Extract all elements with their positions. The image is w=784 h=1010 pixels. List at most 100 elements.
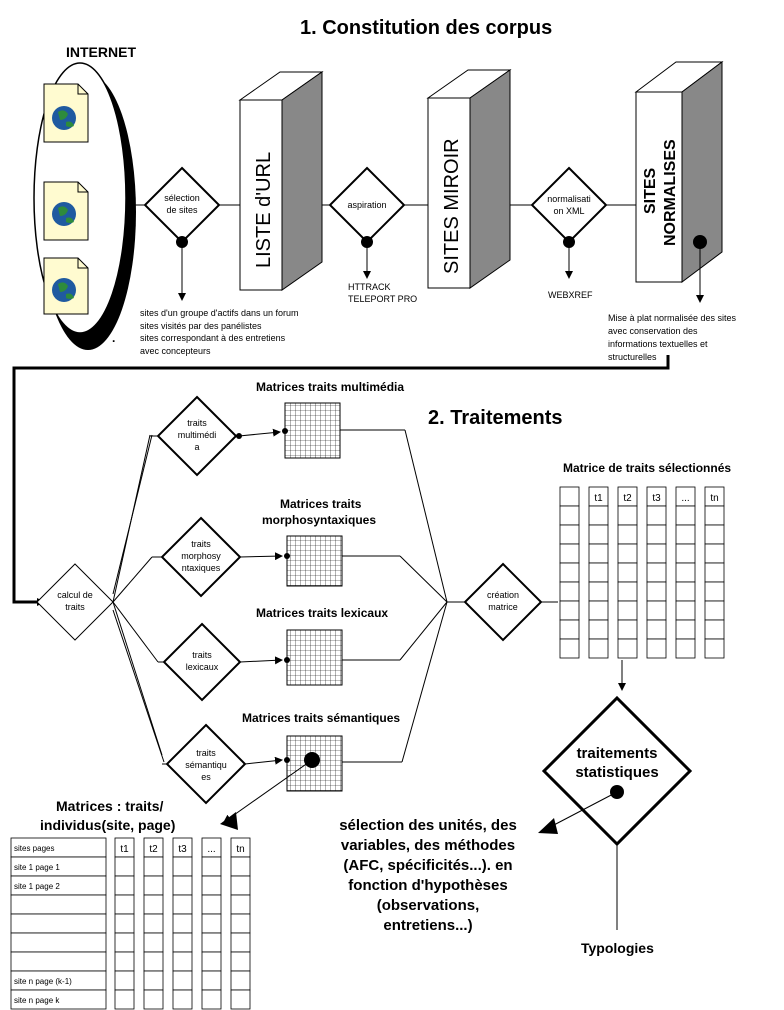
matrix-cell: [588, 600, 609, 621]
web-page-icon: [43, 257, 89, 315]
tools-aspiration-note: HTTRACK TELEPORT PRO: [348, 282, 417, 304]
matrix-cell: [172, 932, 193, 953]
matrix-cell: [114, 970, 135, 991]
matrix-cell: [675, 543, 696, 564]
matrix-cell: [559, 638, 580, 659]
matrix-cell: [675, 638, 696, 659]
internet-label: INTERNET: [66, 44, 136, 60]
svg-text:Mise à plat normalisée des sit: Mise à plat normalisée des sites: [608, 313, 737, 323]
matrix-cell: [201, 932, 222, 953]
matrix-cell: [675, 505, 696, 526]
svg-text:lexicaux: lexicaux: [186, 662, 219, 672]
matrix-header-cell: t2: [623, 493, 632, 504]
svg-text:HTTRACK: HTTRACK: [348, 282, 391, 292]
svg-text:SITES: SITES: [642, 167, 659, 214]
decision-creation-matrice: création matrice: [463, 562, 543, 642]
matrix-title-semantiques: Matrices traits sémantiques: [242, 711, 400, 725]
matrix-grid-morpho: [286, 535, 343, 587]
svg-text:fonction d'hypothèses: fonction d'hypothèses: [348, 877, 507, 894]
decision-calcul-traits: calcul de traits: [36, 563, 114, 641]
svg-text:structurelles: structurelles: [608, 352, 657, 362]
matrix-cell: [114, 989, 135, 1010]
svg-text:NORMALISES: NORMALISES: [662, 139, 679, 246]
svg-text:TELEPORT PRO: TELEPORT PRO: [348, 294, 417, 304]
matrix-cell: [646, 524, 667, 545]
matrix-cell: [675, 619, 696, 640]
decision-selection-sites: sélection de sites: [143, 166, 221, 244]
matrix-cell: [201, 951, 222, 972]
matrix-title-multimedia: Matrices traits multimédia: [256, 380, 404, 394]
matrix-cell: [143, 875, 164, 896]
matrix-header-cell: t2: [149, 844, 158, 855]
decision-traitements-statistiques: traitements statistiques: [541, 695, 693, 847]
matrix-cell: [172, 875, 193, 896]
svg-text:traits: traits: [65, 602, 85, 612]
matrix-header-cell: tn: [236, 844, 244, 855]
matrix-cell: [172, 970, 193, 991]
matrix-grid-lexicaux: [286, 629, 343, 686]
matrix-cell: [201, 913, 222, 934]
svg-text:a: a: [194, 442, 199, 452]
web-page-icon: [43, 83, 89, 143]
matrix-cell: [588, 562, 609, 583]
matrix-cell: [588, 581, 609, 602]
matrix-cell: [675, 600, 696, 621]
svg-text:normalisati: normalisati: [547, 194, 591, 204]
row-label: site 1 page 1: [14, 863, 60, 872]
matrix-cell: [617, 543, 638, 564]
svg-text:LISTE d'URL: LISTE d'URL: [253, 152, 275, 268]
section1-title: 1. Constitution des corpus: [300, 17, 552, 39]
matrix-cell: [559, 619, 580, 640]
svg-text:(AFC, spécificités...). en: (AFC, spécificités...). en: [343, 857, 512, 874]
svg-text:avec conservation des: avec conservation des: [608, 326, 698, 336]
svg-text:traits: traits: [192, 650, 212, 660]
matrix-cell: [559, 562, 580, 583]
matrix-cell: [588, 543, 609, 564]
svg-text:(observations,: (observations,: [377, 897, 480, 914]
matrix-cell: [201, 970, 222, 991]
matrix-cell: [588, 524, 609, 545]
matrix-cell: [559, 600, 580, 621]
matrix-cell: [675, 524, 696, 545]
matrix-cell: [172, 894, 193, 915]
matrix-cell: [704, 524, 725, 545]
matrix-cell: [230, 932, 251, 953]
matrix-cell: [230, 913, 251, 934]
svg-text:sélection des unités, des: sélection des unités, des: [339, 817, 517, 834]
matrix-cell: [559, 524, 580, 545]
matrix-cell: [201, 894, 222, 915]
matrix-cell: [143, 894, 164, 915]
individus-matrix-title: Matrices : traits/: [56, 798, 163, 814]
svg-text:traits: traits: [191, 539, 211, 549]
matrix-cell: [201, 875, 222, 896]
row-label-cell: [10, 951, 107, 972]
svg-text:informations textuelles et: informations textuelles et: [608, 339, 708, 349]
matrix-header-cell: tn: [710, 493, 718, 504]
matrix-cell: [646, 562, 667, 583]
matrix-cell: [114, 894, 135, 915]
matrix-cell: [230, 951, 251, 972]
matrix-cell: [114, 875, 135, 896]
svg-text:calcul de: calcul de: [57, 590, 93, 600]
matrix-cell: [230, 875, 251, 896]
decision-traits-morpho: traits morphosy ntaxiques: [160, 516, 242, 598]
matrix-cell: [230, 856, 251, 877]
svg-text:création: création: [487, 590, 519, 600]
matrix-title-morpho: Matrices traits: [280, 497, 362, 511]
matrix-cell: [143, 951, 164, 972]
row-label-cell: [10, 989, 107, 1010]
matrix-cell: [201, 989, 222, 1010]
tools-normalisation-note: WEBXREF: [548, 290, 593, 300]
matrix-cell: [588, 505, 609, 526]
svg-text:.: .: [112, 331, 115, 345]
svg-text:es: es: [201, 772, 211, 782]
svg-text:morphosy: morphosy: [181, 551, 221, 561]
matrix-title-morpho: morphosyntaxiques: [262, 513, 376, 527]
matrix-header-cell: t3: [178, 844, 187, 855]
pillar-liste-url: LISTE d'URL: [238, 71, 324, 291]
matrix-cell: [617, 600, 638, 621]
svg-text:on XML: on XML: [553, 206, 584, 216]
